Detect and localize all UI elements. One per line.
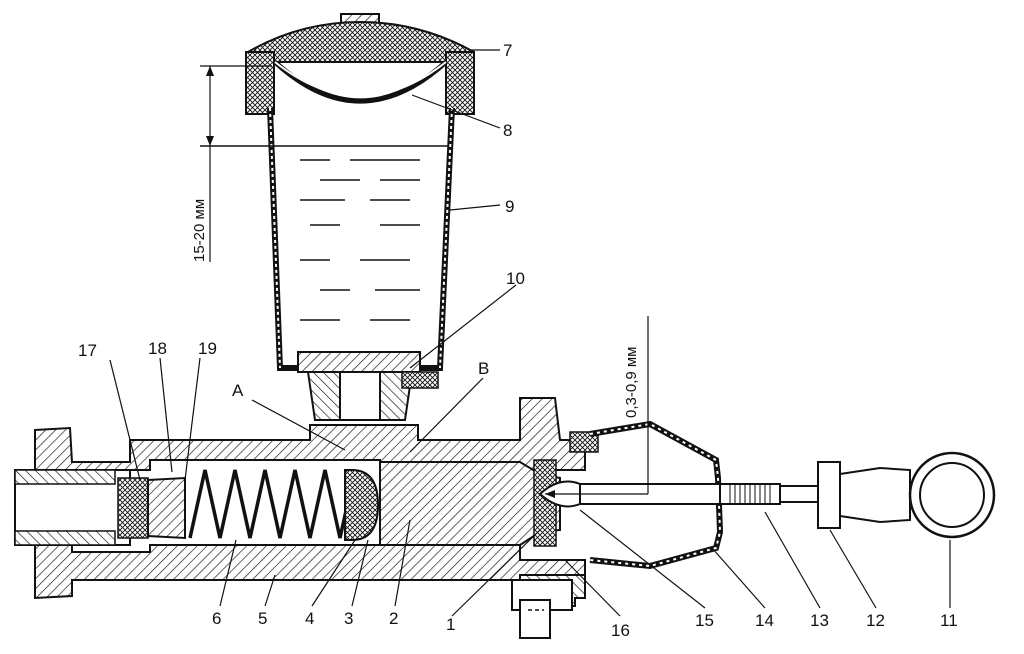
- mounting-bolt: [511, 579, 573, 611]
- outlet-seal: [117, 477, 149, 539]
- callout-12: 12: [866, 611, 885, 630]
- primary-cup: [344, 469, 380, 541]
- check-valve: [147, 476, 186, 540]
- callout-1: 1: [446, 615, 455, 634]
- fluid-strokes: [300, 159, 420, 321]
- callout-14: 14: [755, 611, 774, 630]
- callout-8: 8: [503, 121, 512, 140]
- callout-18: 18: [148, 339, 167, 358]
- callout-16: 16: [611, 621, 630, 640]
- reservoir-wall-left: [267, 107, 300, 371]
- reservoir: [200, 13, 475, 421]
- dimension-fluid-level: 15-20 мм: [191, 65, 272, 262]
- callout-2: 2: [389, 609, 398, 628]
- cylinder-body: [14, 397, 599, 639]
- rod-gap-dimension-label: 0,3-0,9 мм: [623, 347, 640, 419]
- reservoir-seal: [401, 371, 439, 389]
- lock-nut: [817, 461, 841, 529]
- pushrod-assembly: [538, 420, 996, 570]
- callout-11: 11: [940, 611, 958, 630]
- callout-13: 13: [810, 611, 829, 630]
- callout-6: 6: [212, 609, 221, 628]
- callout-A: A: [232, 381, 244, 400]
- callout-4: 4: [305, 609, 314, 628]
- callout-labels: 7 8 9 10 17 18 19 A B 1 2 3 4 5 6 16 15 …: [78, 41, 958, 640]
- callout-B: B: [478, 359, 489, 378]
- cap-rim-right: [445, 51, 475, 115]
- leader-lines: [109, 49, 951, 617]
- piston: [379, 461, 561, 546]
- diaphragm: [273, 60, 448, 104]
- reservoir-wall-right: [420, 107, 455, 371]
- callout-5: 5: [258, 609, 267, 628]
- dimension-rod-gap: 0,3-0,9 мм: [545, 316, 649, 498]
- callout-9: 9: [505, 197, 514, 216]
- callout-17: 17: [78, 341, 97, 360]
- reservoir-fitting: [339, 371, 381, 421]
- callout-3: 3: [344, 609, 353, 628]
- callout-10: 10: [506, 269, 525, 288]
- callout-15: 15: [695, 611, 714, 630]
- cap-rim-left: [245, 51, 275, 115]
- reservoir-cap: [247, 20, 475, 63]
- return-spring: [188, 469, 357, 539]
- body-lower-wall: [34, 544, 586, 600]
- fluid-level-dimension-label: 15-20 мм: [191, 199, 208, 262]
- stop-ring: [569, 431, 599, 453]
- callout-7: 7: [503, 41, 512, 60]
- clevis-body: [839, 466, 911, 524]
- callout-19: 19: [198, 339, 217, 358]
